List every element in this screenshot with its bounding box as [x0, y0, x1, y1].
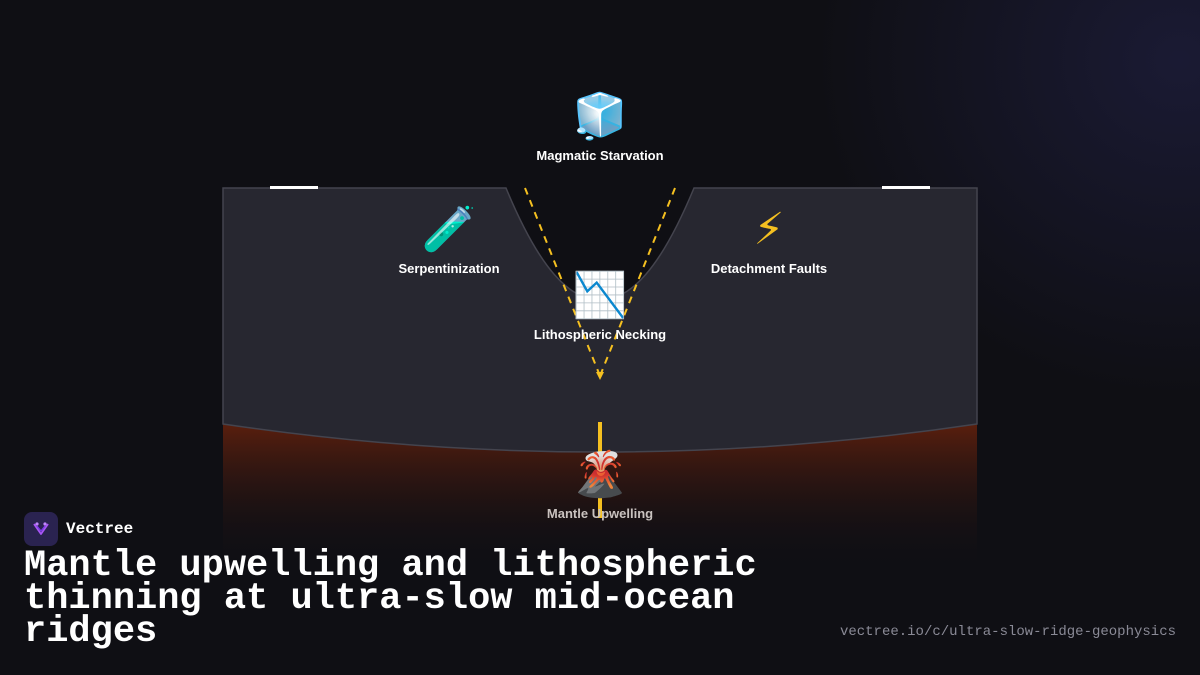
lightning-icon: ⚡: [753, 204, 785, 255]
lithosphere-layer: [222, 187, 978, 453]
vectree-logo-icon: [24, 512, 58, 546]
volcano-icon: 🌋: [572, 449, 628, 500]
fault-apex-arrow: [596, 372, 604, 380]
test-tube-icon: 🧪: [421, 204, 477, 255]
node-serpentinization: 🧪 Serpentinization: [398, 204, 500, 277]
brand: Vectree: [24, 512, 133, 546]
node-label: Mantle Upwelling: [546, 506, 654, 521]
ridge-marker-right: [882, 186, 930, 189]
node-label: Serpentinization: [398, 261, 500, 276]
node-label: Lithospheric Necking: [533, 327, 667, 342]
page-title: Mantle upwelling and lithospheric thinni…: [24, 545, 757, 653]
node-lithospheric-necking: 📉 Lithospheric Necking: [533, 270, 667, 343]
chart-decreasing-icon: 📉: [572, 270, 628, 321]
source-url[interactable]: vectree.io/c/ultra-slow-ridge-geophysics: [839, 624, 1176, 640]
ridge-marker-left: [270, 186, 318, 189]
brand-name: Vectree: [66, 520, 134, 538]
node-label: Detachment Faults: [710, 261, 828, 276]
node-detachment-faults: ⚡ Detachment Faults: [710, 204, 828, 277]
node-label: Magmatic Starvation: [536, 148, 664, 163]
node-mantle-upwelling: 🌋 Mantle Upwelling: [546, 449, 654, 522]
node-magmatic-starvation: 🧊 Magmatic Starvation: [536, 91, 664, 164]
ice-cube-icon: 🧊: [572, 91, 628, 142]
